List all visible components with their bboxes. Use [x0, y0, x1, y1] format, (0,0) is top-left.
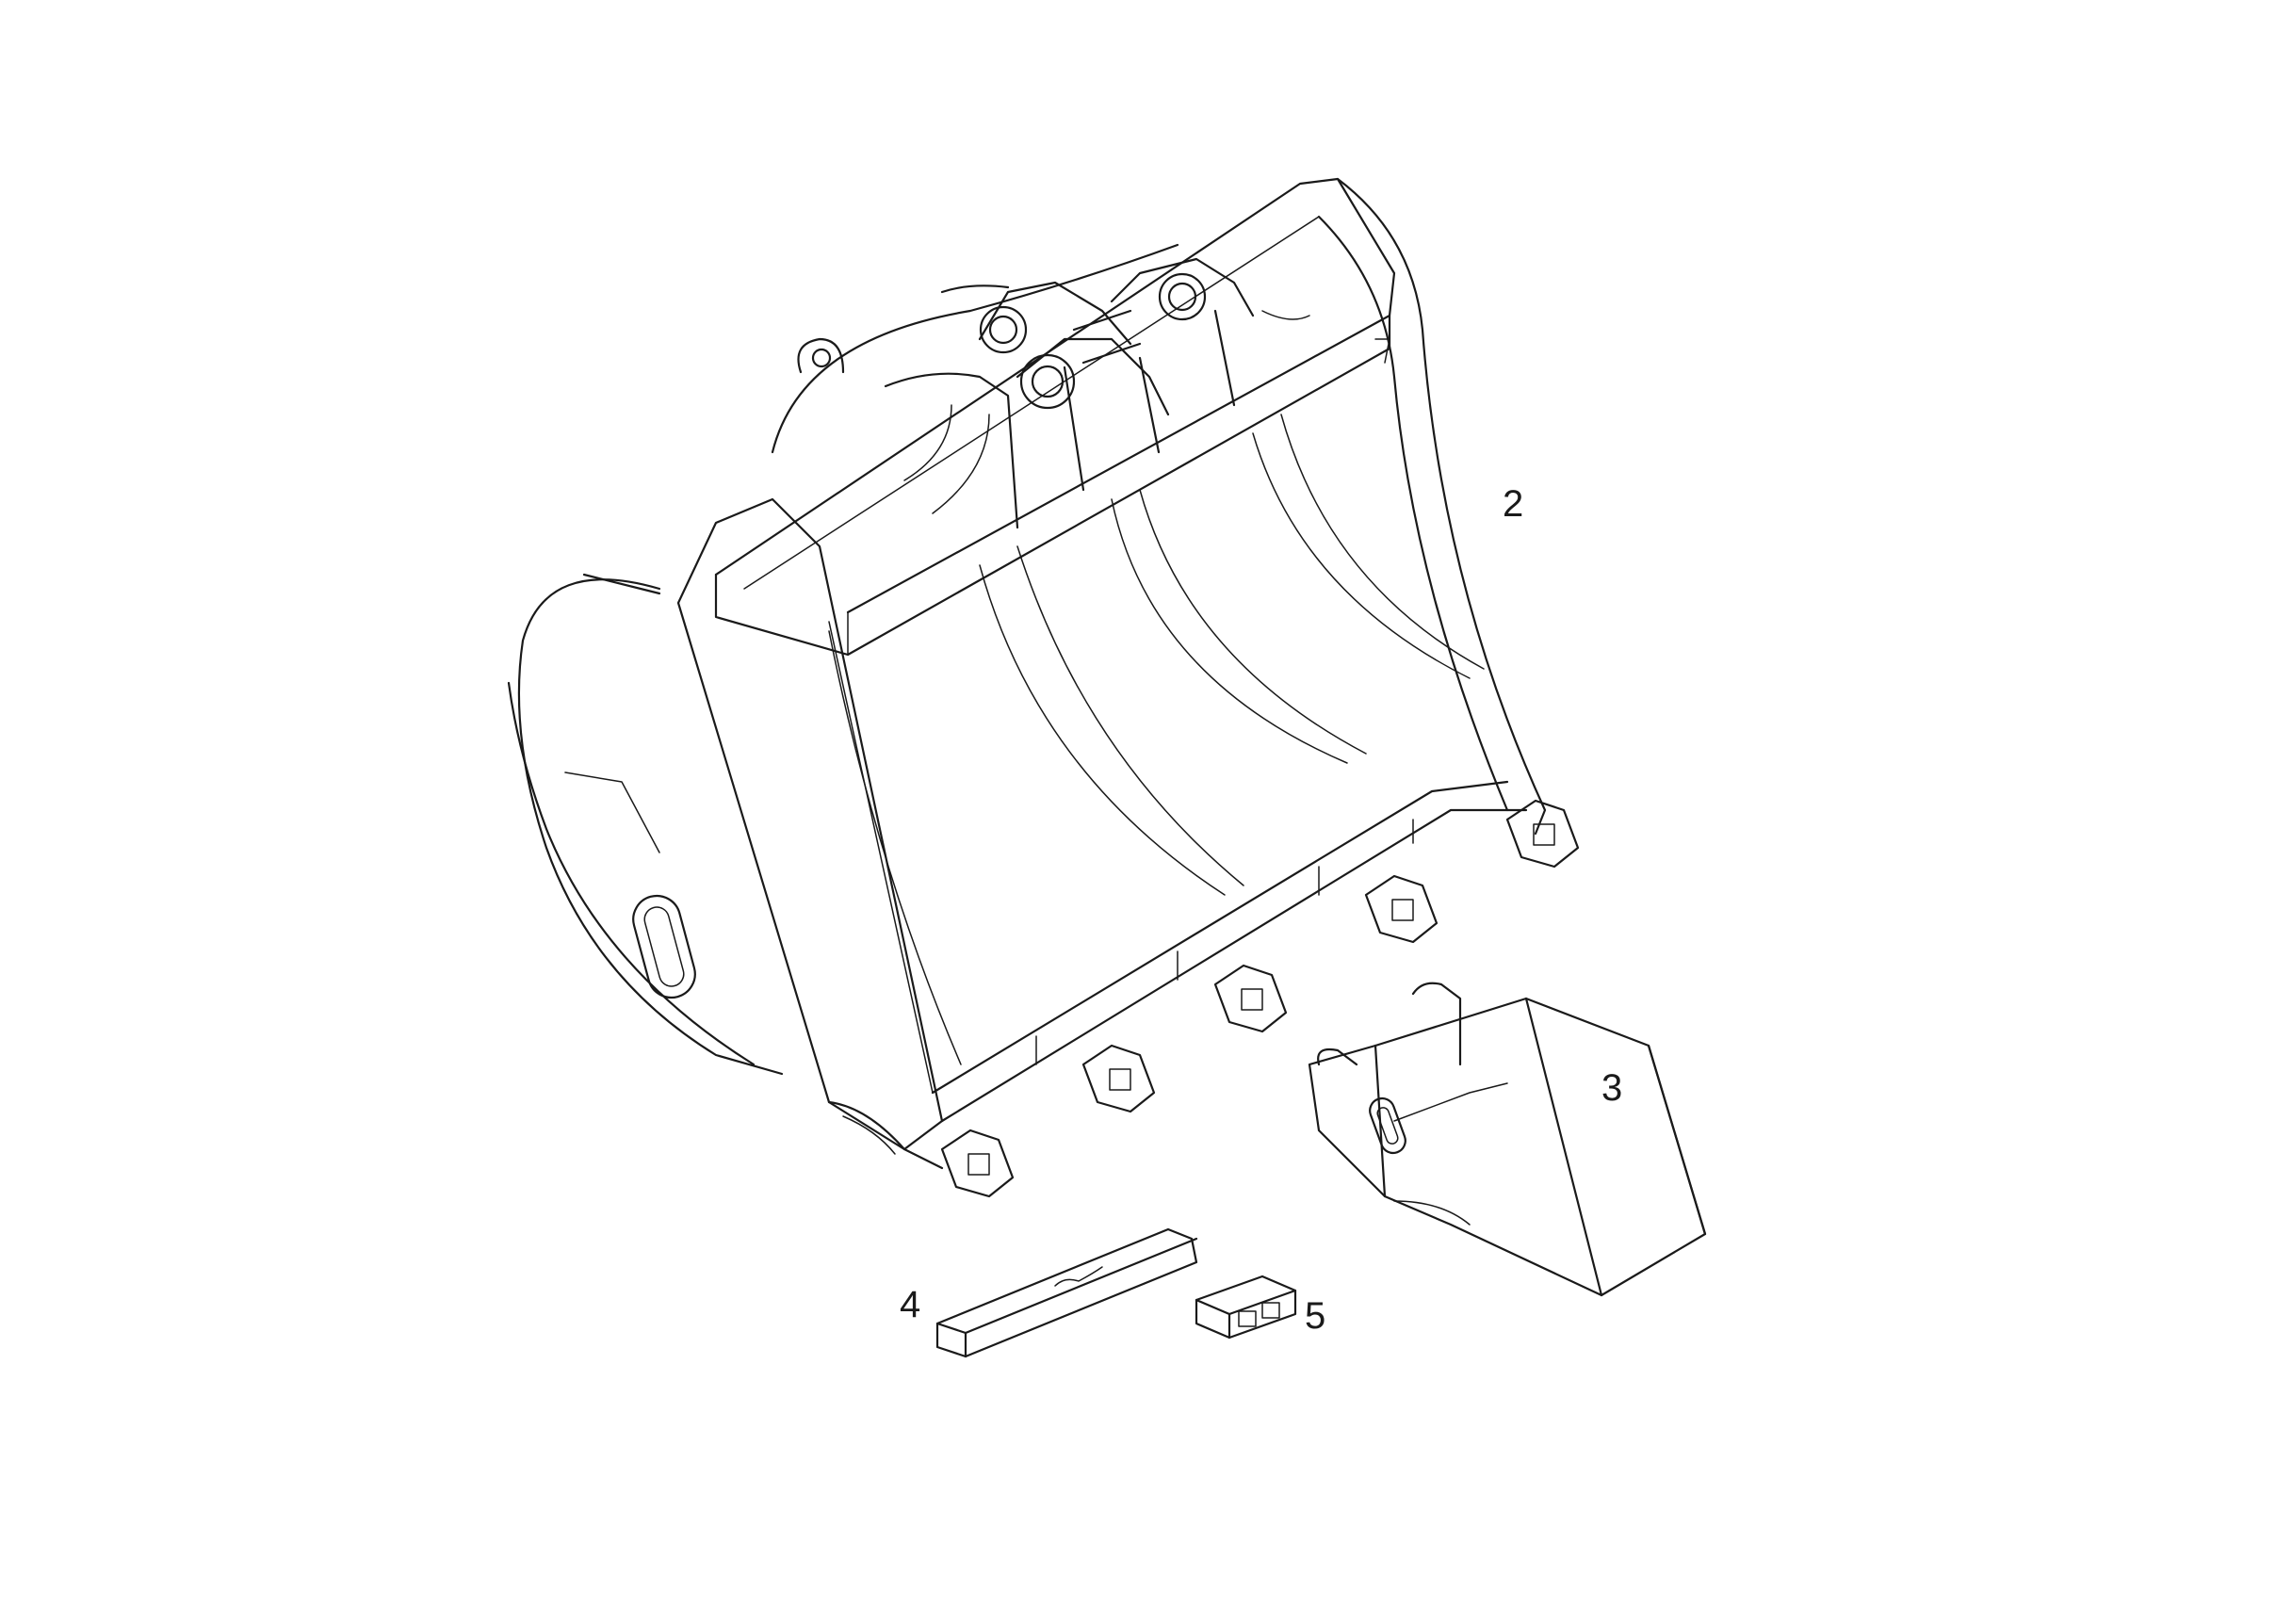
callout-4: 4	[900, 1284, 920, 1325]
bucket-drawing	[507, 177, 1580, 1198]
adapter-2	[1081, 1044, 1156, 1113]
adapter-3	[1213, 964, 1288, 1033]
adapter-4	[1364, 874, 1439, 944]
adapter-1	[940, 1129, 1015, 1198]
callout-3: 3	[1601, 1067, 1622, 1109]
callout-5: 5	[1305, 1295, 1325, 1337]
retainer-drawing	[1195, 1275, 1297, 1340]
wear-strip-drawing	[935, 1227, 1198, 1358]
callout-2: 2	[1503, 483, 1523, 525]
adapter-5	[1505, 799, 1580, 869]
tooth-drawing	[1308, 982, 1707, 1297]
